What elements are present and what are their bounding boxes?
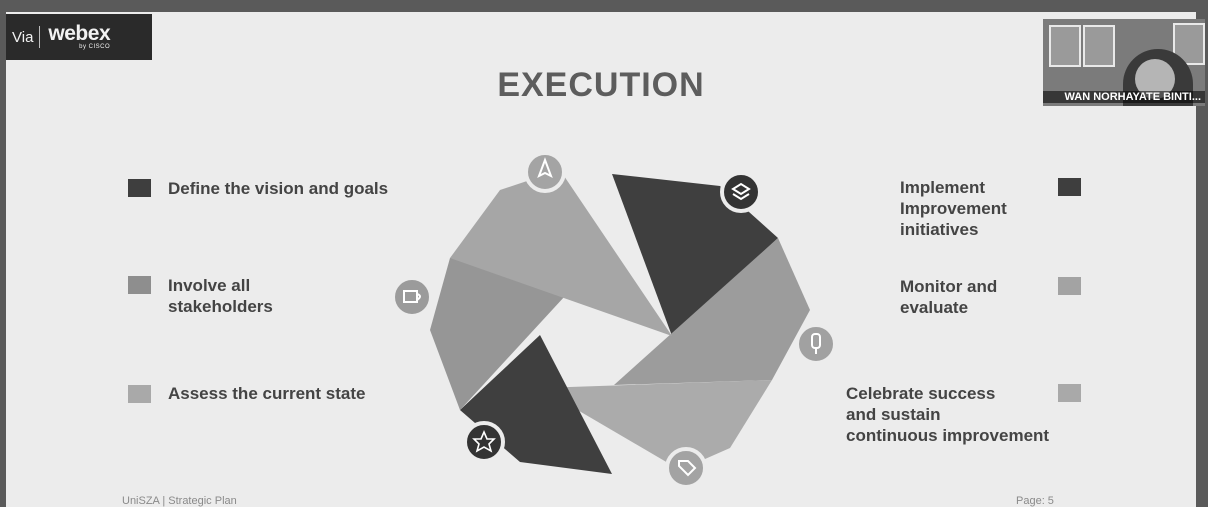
- layers-icon: [720, 171, 762, 213]
- slide-title: EXECUTION: [497, 66, 705, 104]
- brush-icon: [795, 323, 837, 365]
- blade-top-left: [450, 170, 672, 336]
- coffee-icon: [391, 276, 433, 318]
- rocket-icon: [524, 151, 566, 193]
- tag-icon: [665, 447, 707, 489]
- slide-footer-brand: UniSZA | Strategic Plan: [122, 495, 237, 507]
- brand-divider: [39, 26, 41, 48]
- webex-logo: webex by CISCO: [48, 21, 111, 50]
- item-celebrate-success: Celebrate success and sustain continuous…: [846, 384, 1050, 445]
- blade-right: [614, 238, 810, 385]
- background-window: [1049, 25, 1081, 67]
- item-involve-stakeholders: Involve all stakeholders: [168, 276, 273, 316]
- bullet-square-involve: [128, 276, 151, 294]
- webex-brand-badge: Via webex by CISCO: [6, 14, 152, 60]
- slide-page-number: Page: 5: [1016, 495, 1054, 507]
- item-assess-state: Assess the current state: [168, 384, 366, 403]
- bullet-square-assess: [128, 385, 151, 403]
- star-icon: [463, 421, 505, 463]
- blade-bottom-right: [540, 380, 772, 470]
- background-window: [1083, 25, 1115, 67]
- via-label: Via: [12, 28, 34, 46]
- participant-video-tile[interactable]: WAN NORHAYATE BINTI...: [1043, 19, 1205, 106]
- participant-name: WAN NORHAYATE BINTI...: [1043, 91, 1205, 103]
- item-monitor-evaluate: Monitor and evaluate: [900, 277, 998, 317]
- blade-left: [430, 258, 600, 410]
- item-implement-initiatives: Implement Improvement initiatives: [900, 178, 1007, 239]
- bullet-square-monitor: [1058, 277, 1081, 295]
- item-define-vision: Define the vision and goals: [168, 179, 389, 198]
- blade-top-right: [612, 174, 778, 336]
- bullet-square-celebrate: [1058, 384, 1081, 402]
- background-window: [1173, 23, 1205, 65]
- bullet-square-implement: [1058, 178, 1081, 196]
- bullet-square-define: [128, 179, 151, 197]
